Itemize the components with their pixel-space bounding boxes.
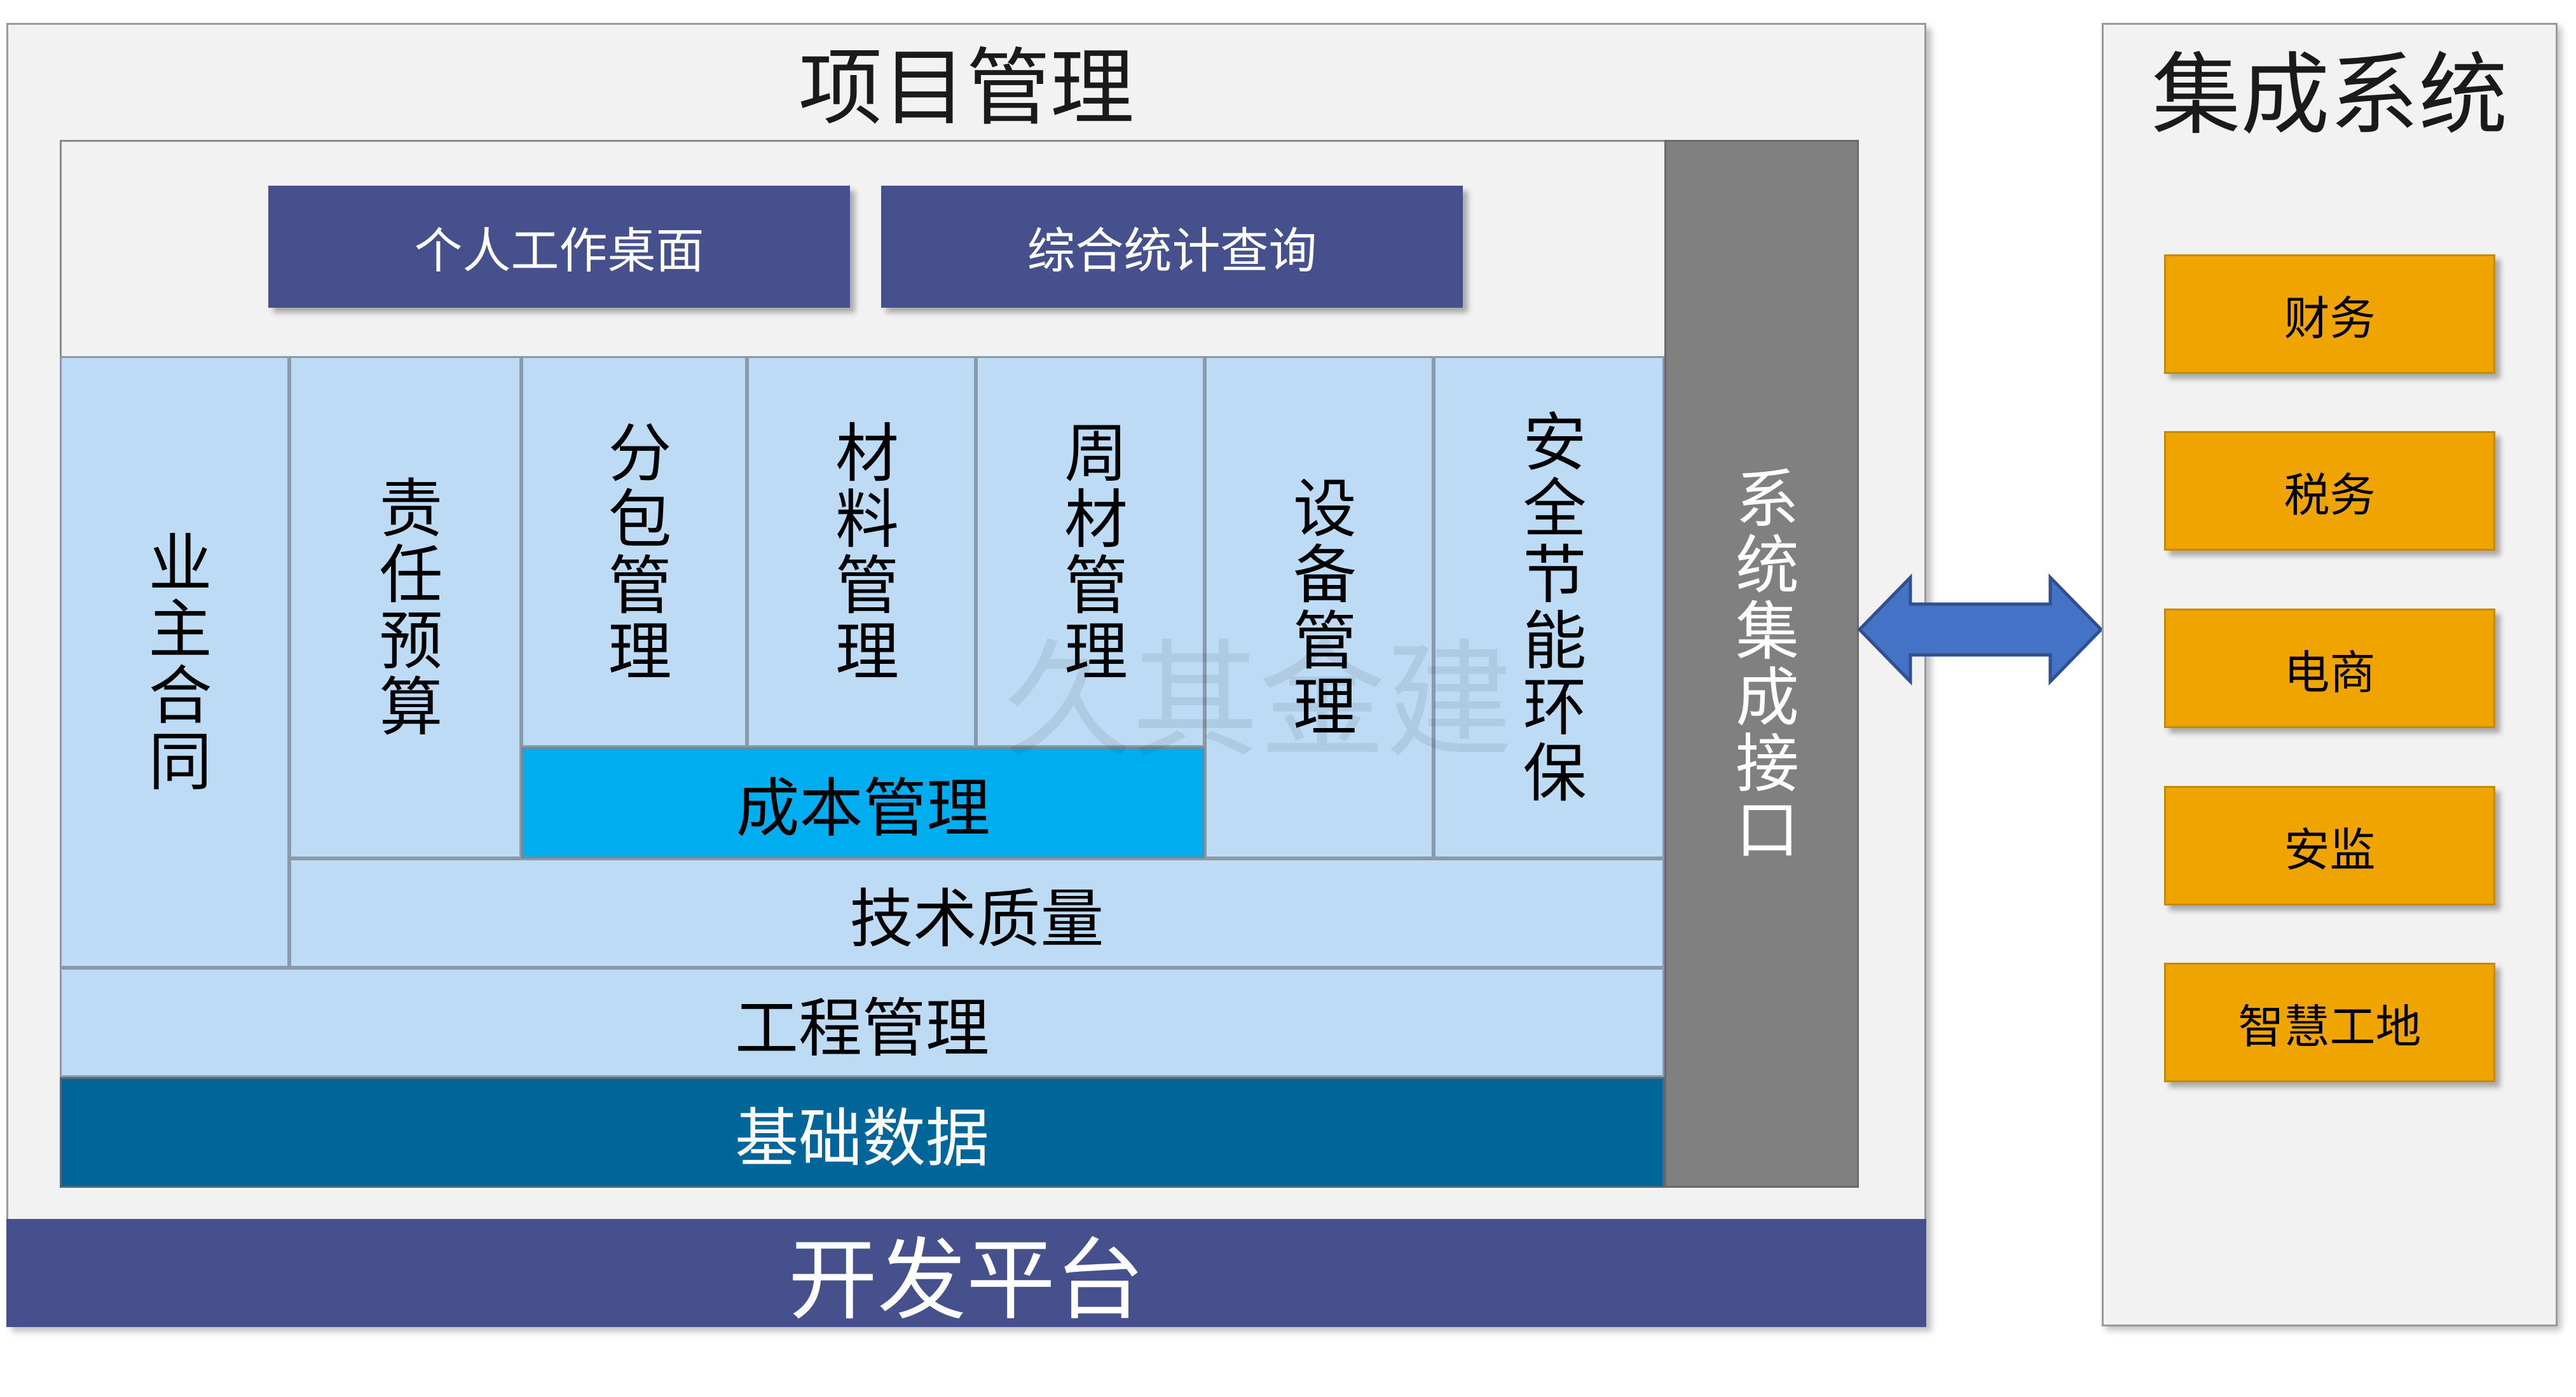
system-integration-interface[interactable]: 系统集成接口 [1664,140,1859,1188]
integration-item-safety-supervision[interactable]: 安监 [2164,786,2495,905]
project-management-title: 项目管理 [798,39,1134,137]
integration-item-tax[interactable]: 税务 [2164,431,2495,551]
integration-item-finance[interactable]: 财务 [2164,254,2495,374]
statistics-query-button[interactable]: 综合统计查询 [881,186,1463,308]
dev-platform-bar[interactable]: 开发平台 [6,1219,1926,1333]
personal-desktop-button[interactable]: 个人工作桌面 [268,186,850,308]
material-label: 材料管理 [824,419,899,684]
module-responsibility-budget[interactable]: 责任预算 [289,356,521,858]
watermark: 久其金建 [1004,628,1514,776]
module-material[interactable]: 材料管理 [747,356,976,747]
subcontract-label: 分包管理 [597,419,671,684]
module-owner-contract[interactable]: 业主合同 [60,356,289,968]
integration-system-title: 集成系统 [2151,43,2508,148]
bidirectional-arrow-icon [1857,573,2104,686]
equipment-label: 设备管理 [1282,475,1357,740]
module-engineering-management[interactable]: 工程管理 [60,968,1664,1077]
responsibility-budget-label: 责任预算 [368,475,442,740]
owner-contract-label: 业主合同 [137,530,212,794]
module-equipment[interactable]: 设备管理 [1205,356,1434,858]
interface-label: 系统集成接口 [1724,465,1799,862]
module-tech-quality[interactable]: 技术质量 [289,858,1664,968]
module-cost-management[interactable]: 成本管理 [521,747,1205,858]
module-subcontract[interactable]: 分包管理 [521,356,747,747]
module-safety-environment[interactable]: 安全节能环保 [1434,356,1664,858]
integration-item-ecommerce[interactable]: 电商 [2164,609,2495,728]
module-base-data[interactable]: 基础数据 [60,1077,1664,1188]
safety-environment-label: 安全节能环保 [1512,409,1586,806]
module-turnover-material[interactable]: 周材管理 [976,356,1205,747]
turnover-material-label: 周材管理 [1053,419,1128,684]
integration-item-smart-site[interactable]: 智慧工地 [2164,963,2495,1082]
